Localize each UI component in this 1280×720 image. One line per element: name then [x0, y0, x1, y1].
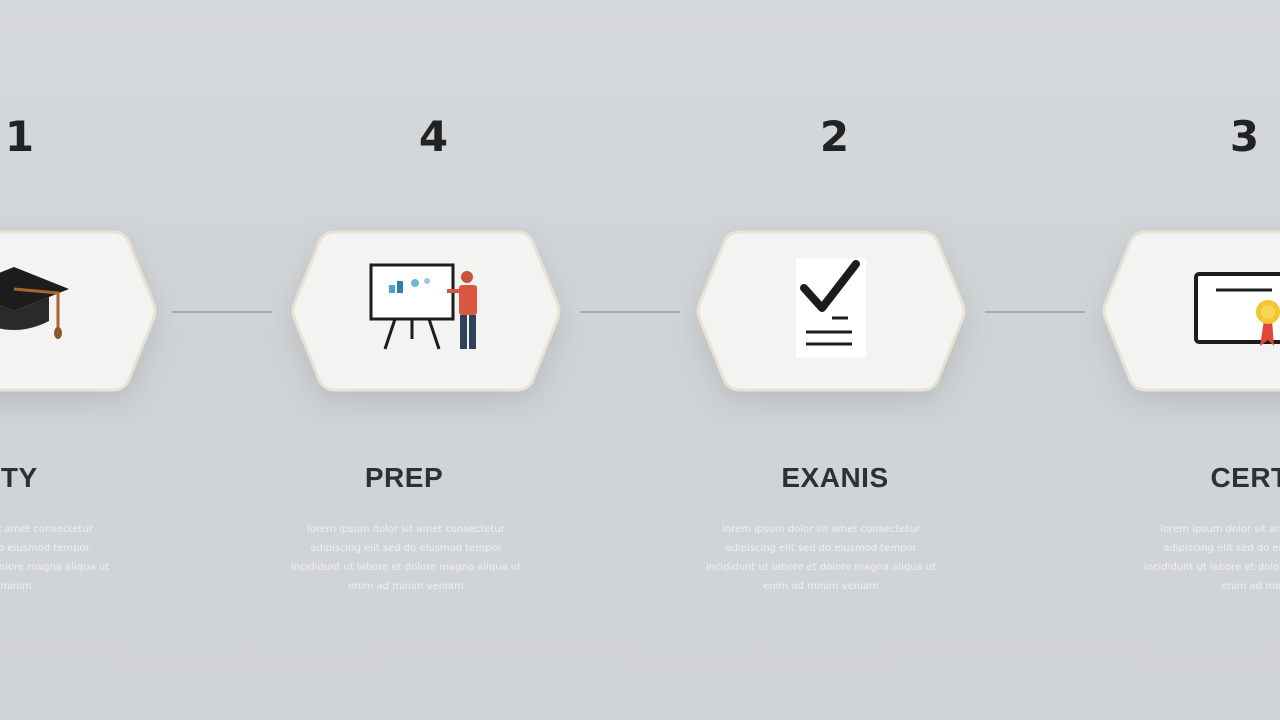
step-number: 4 — [418, 112, 450, 161]
graduation-cap-icon — [0, 259, 74, 363]
checklist-document-icon — [786, 254, 876, 368]
step-description: lorem ipsum dolor sit amet consectetur a… — [0, 524, 110, 592]
step-university: 1 VERSITY lorem ipsum dolor sit amet con… — [0, 0, 172, 720]
step-description: lorem ipsum dolor sit amet consectetur a… — [290, 524, 522, 592]
presentation-board-icon — [363, 259, 493, 363]
step-title: EXANIS — [781, 462, 889, 493]
hexagon-shape — [0, 230, 157, 392]
step-title: VERSITY — [0, 462, 38, 493]
hexagon-card — [0, 228, 157, 394]
step-number: 2 — [819, 112, 851, 161]
step-certification: 3 CERTIFIC lorem ipsum dolor sit amet co… — [1087, 0, 1280, 720]
step-exams: 2 EXANIS lorem ipsum dolor sit amet cons… — [681, 0, 981, 720]
connector-line — [985, 311, 1085, 313]
hexagon-card — [696, 228, 966, 394]
hexagon-shape — [1102, 230, 1280, 392]
step-number: 3 — [1229, 112, 1261, 161]
step-title: CERTIFIC — [1210, 462, 1280, 493]
step-description: lorem ipsum dolor sit amet consectetur a… — [705, 524, 937, 592]
connector-line — [580, 311, 680, 313]
step-description: lorem ipsum dolor sit amet consectetur a… — [1143, 524, 1280, 592]
step-number: 1 — [4, 112, 36, 161]
step-prep: 4 — [276, 0, 576, 720]
hexagon-card — [291, 228, 561, 394]
step-title: PREP — [364, 462, 444, 493]
hexagon-card — [1102, 228, 1280, 394]
connector-line — [172, 311, 272, 313]
certificate-icon — [1190, 264, 1280, 358]
